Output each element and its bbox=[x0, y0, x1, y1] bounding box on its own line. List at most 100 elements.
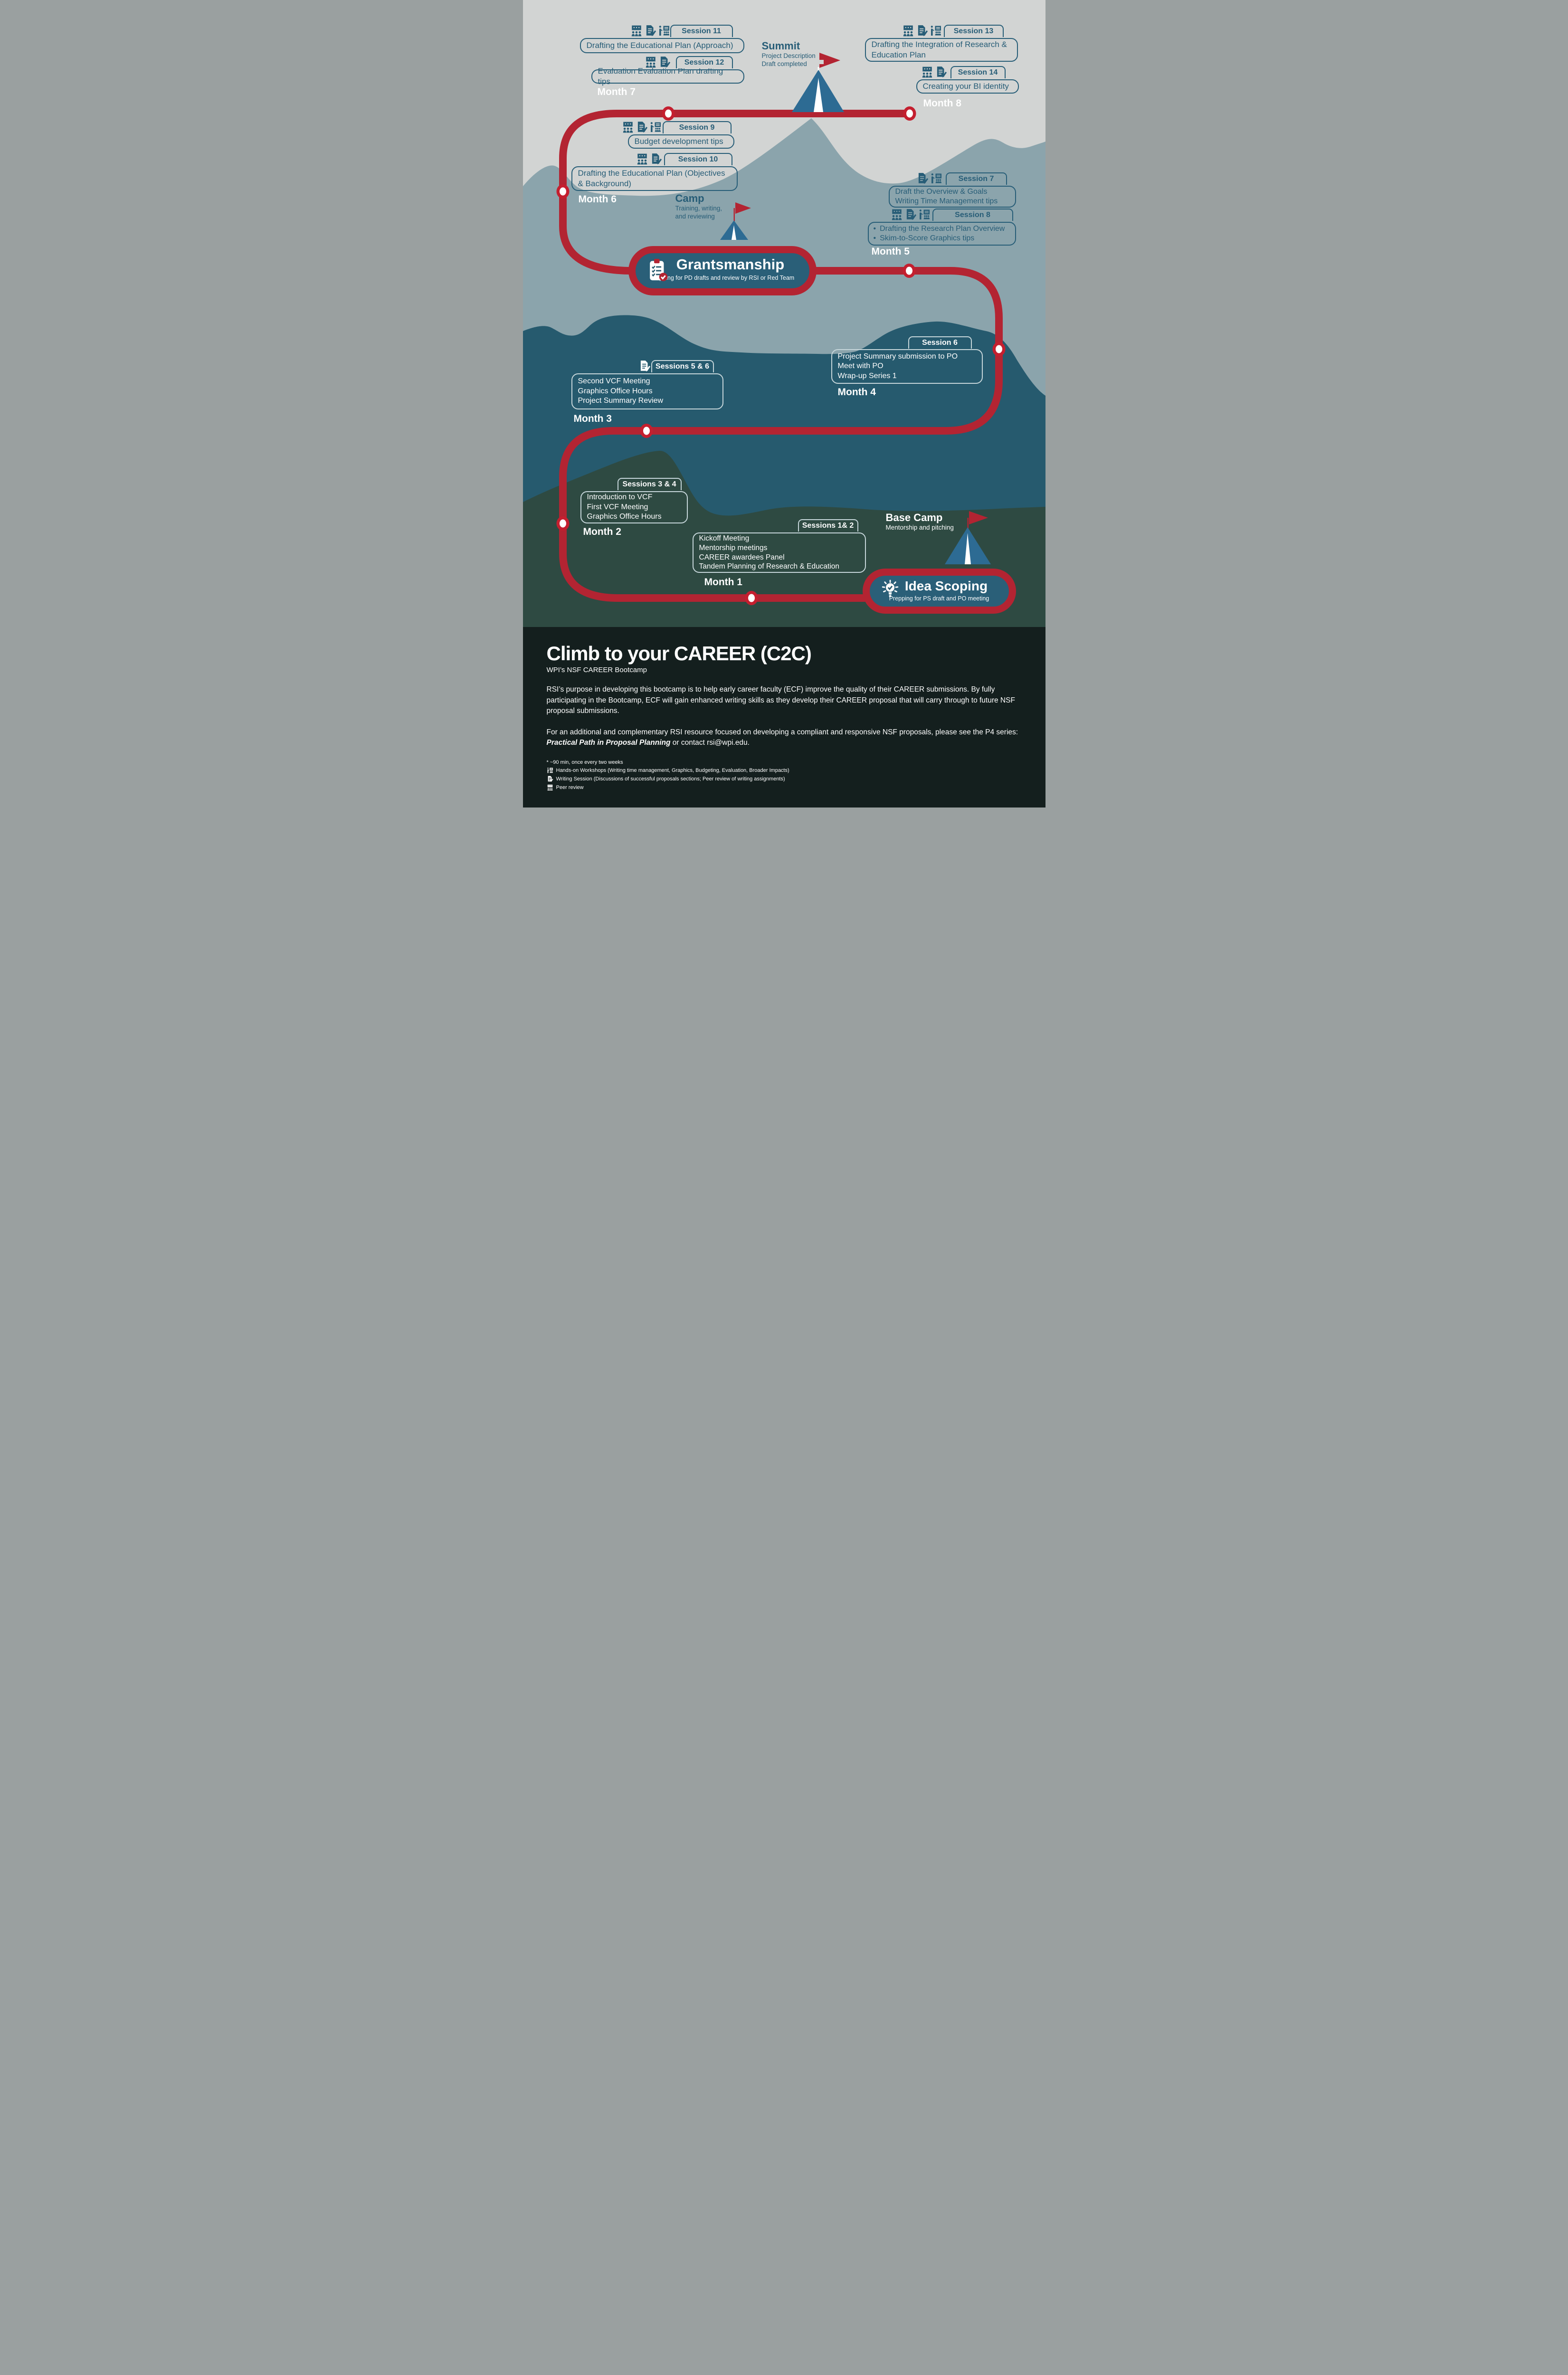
session-line: First VCF Meeting bbox=[587, 503, 648, 511]
session-line: Wrap-up Series 1 bbox=[837, 371, 897, 380]
writing-session-icon bbox=[658, 56, 671, 68]
peer-review-icon bbox=[645, 56, 657, 68]
milestone-node bbox=[903, 106, 916, 121]
writing-session-icon bbox=[636, 121, 648, 133]
infographic-canvas: Session 11 Drafting the Educational Plan… bbox=[523, 0, 1045, 808]
session-11-tab: Session 11 bbox=[670, 25, 733, 37]
session-6-tab: Session 6 bbox=[908, 336, 972, 349]
summit-title: Summit bbox=[761, 40, 800, 52]
session-line: Introduction to VCF bbox=[587, 493, 653, 502]
session-10-tab: Session 10 bbox=[664, 153, 732, 165]
session-14-tab: Session 14 bbox=[950, 66, 1006, 78]
session-line: Meet with PO bbox=[837, 362, 884, 370]
summit-line: Project Description bbox=[761, 52, 816, 59]
month-5-label: Month 5 bbox=[871, 246, 910, 257]
session-line: • Drafting the Research Plan Overview bbox=[873, 224, 1005, 233]
session-line: Creating your BI identity bbox=[922, 82, 1009, 91]
session-line: Draft the Overview & Goals bbox=[895, 187, 988, 196]
peer-review-icon bbox=[891, 209, 903, 221]
base-camp-landmark: Base Camp Mentorship and pitching bbox=[886, 512, 954, 532]
resource-paragraph-suffix: or contact rsi@wpi.edu. bbox=[670, 738, 750, 747]
grantsmanship-title: Grantsmanship bbox=[676, 256, 785, 273]
session-6-label: Session 6 bbox=[922, 339, 958, 347]
peer-review-icon bbox=[547, 784, 553, 791]
session-11-box: Drafting the Educational Plan (Approach) bbox=[580, 38, 744, 53]
writing-session-icon bbox=[638, 360, 651, 372]
milestone-nodes bbox=[556, 106, 1005, 605]
resource-paragraph-prefix: For an additional and complementary RSI … bbox=[546, 728, 1018, 736]
milestone-node bbox=[556, 184, 569, 199]
milestone-node bbox=[903, 264, 915, 278]
summit-landmark: Summit Project Description Draft complet… bbox=[762, 40, 816, 68]
session-13-icons bbox=[902, 23, 942, 37]
grantsmanship-capsule: Grantsmanship Prepping for PD drafts and… bbox=[628, 246, 817, 295]
resource-paragraph: For an additional and complementary RSI … bbox=[547, 727, 1022, 749]
session-line: Writing Time Management tips bbox=[895, 197, 998, 205]
sessions-1-2-tab: Sessions 1& 2 bbox=[798, 519, 858, 532]
legend-peer-review-text: Peer review bbox=[556, 785, 584, 791]
lightbulb-check-icon bbox=[880, 580, 900, 601]
month-1-label: Month 1 bbox=[704, 577, 742, 588]
session-line: Drafting the Educational Plan (Objective… bbox=[578, 169, 725, 188]
basecamp-tent-icon bbox=[944, 511, 991, 564]
peer-review-icon bbox=[622, 121, 634, 133]
session-14-box: Creating your BI identity bbox=[916, 79, 1019, 94]
clipboard-check-icon bbox=[647, 258, 669, 282]
session-line: Graphics Office Hours bbox=[578, 387, 653, 395]
legend-writing-text: Writing Session (Discussions of successf… bbox=[556, 776, 785, 782]
session-line: Graphics Office Hours bbox=[587, 513, 662, 521]
session-13-label: Session 13 bbox=[953, 27, 994, 35]
hands-on-workshop-icon bbox=[547, 767, 553, 774]
idea-scoping-capsule: Idea Scoping Prepping for PS draft and P… bbox=[862, 569, 1016, 614]
hands-on-workshop-icon bbox=[930, 25, 942, 37]
duration-footnote: * ~90 min, once every two weeks bbox=[546, 760, 623, 766]
session-line: CAREER awardees Panel bbox=[699, 553, 785, 561]
poster-subtitle: WPI’s NSF CAREER Bootcamp bbox=[546, 666, 647, 674]
session-line: Evaluation Evaluation Plan drafting tips bbox=[598, 66, 723, 86]
peer-review-icon bbox=[921, 66, 933, 78]
session-line: Project Summary Review bbox=[578, 397, 664, 405]
hands-on-workshop-icon bbox=[658, 25, 670, 37]
peer-review-icon bbox=[630, 25, 643, 37]
session-14-icons bbox=[921, 64, 947, 78]
writing-session-icon bbox=[547, 776, 553, 782]
milestone-node bbox=[556, 516, 569, 531]
session-9-box: Budget development tips bbox=[627, 134, 734, 149]
session-line: Project Summary submission to PO bbox=[837, 352, 958, 361]
session-13-box: Drafting the Integration of Research & E… bbox=[865, 38, 1018, 62]
milestone-node bbox=[662, 106, 675, 121]
sessions-5-6-tab: Sessions 5 & 6 bbox=[651, 360, 714, 372]
hands-on-workshop-icon bbox=[930, 172, 942, 185]
camp-line: Training, writing, bbox=[675, 205, 722, 212]
hands-on-workshop-icon bbox=[918, 209, 931, 221]
footer-panel: Climb to your CAREER (C2C) WPI’s NSF CAR… bbox=[523, 627, 1045, 808]
session-line: Drafting the Educational Plan (Approach) bbox=[586, 41, 733, 50]
session-line: Drafting the Integration of Research & E… bbox=[871, 40, 1007, 59]
grantsmanship-subtitle: Prepping for PD drafts and review by RSI… bbox=[650, 275, 795, 281]
session-7-label: Session 7 bbox=[958, 175, 994, 183]
idea-scoping-title: Idea Scoping bbox=[904, 579, 988, 593]
camp-landmark: Camp Training, writing, and reviewing bbox=[675, 192, 722, 221]
p4-series-name: Practical Path in Proposal Planning bbox=[546, 738, 671, 747]
poster-title: Climb to your CAREER (C2C) bbox=[546, 642, 812, 665]
session-11-icons bbox=[630, 23, 670, 37]
writing-session-icon bbox=[916, 25, 928, 37]
camp-title: Camp bbox=[675, 192, 704, 204]
session-12-box: Evaluation Evaluation Plan drafting tips bbox=[591, 66, 744, 86]
trail-map bbox=[556, 53, 1005, 605]
session-line: Kickoff Meeting bbox=[699, 534, 750, 542]
milestone-node bbox=[745, 591, 758, 605]
legend-writing: Writing Session (Discussions of successf… bbox=[547, 776, 1022, 782]
camp-line: and reviewing bbox=[675, 212, 715, 220]
session-line: • Skim-to-Score Graphics tips bbox=[873, 234, 975, 242]
session-8-tab: Session 8 bbox=[932, 209, 1013, 221]
session-8-label: Session 8 bbox=[955, 211, 990, 219]
writing-session-icon bbox=[904, 209, 917, 221]
sessions-1-2-label: Sessions 1& 2 bbox=[802, 522, 854, 530]
legend-hands-on: Hands-on Workshops (Writing time managem… bbox=[547, 767, 1022, 774]
